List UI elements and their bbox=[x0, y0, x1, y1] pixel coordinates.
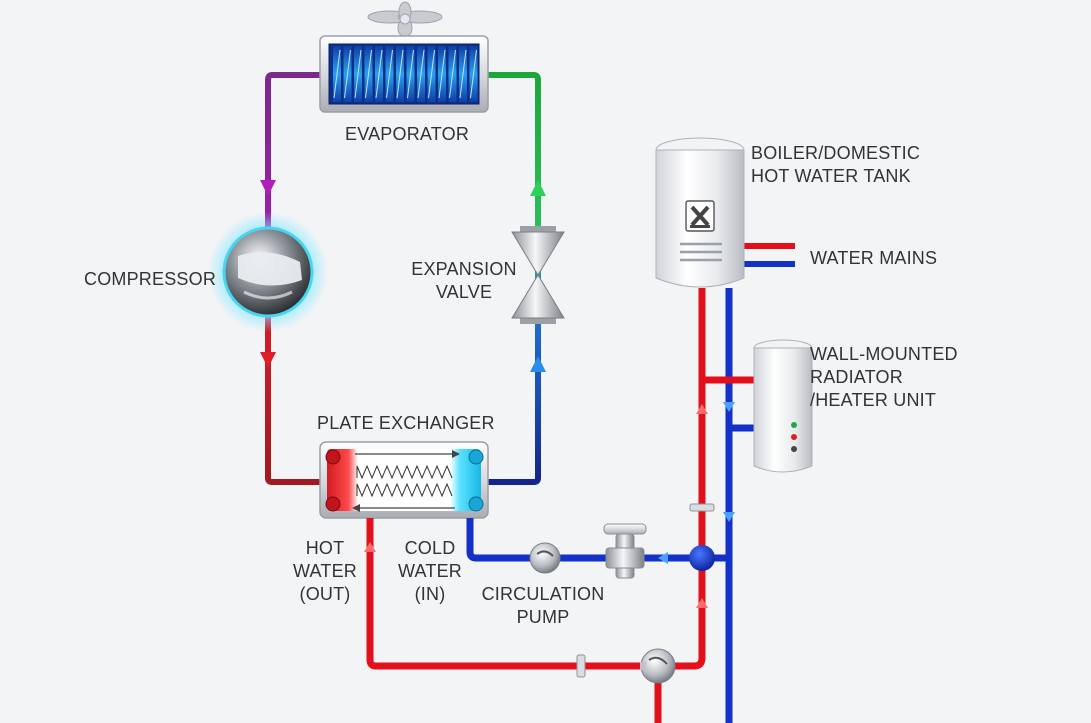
evaporator-fin-highlight bbox=[428, 49, 435, 99]
expansion-valve-label: EXPANSION VALVE bbox=[408, 258, 520, 304]
flow-arrow-icon bbox=[696, 404, 708, 414]
evaporator-fin-highlight bbox=[459, 49, 467, 99]
compressor bbox=[208, 212, 328, 332]
circulation-pump-line-2: PUMP bbox=[516, 607, 570, 627]
evaporator-fin-highlight bbox=[354, 49, 362, 99]
evaporator-fin-highlight bbox=[333, 49, 341, 99]
cold-water-line-3: (IN) bbox=[414, 584, 446, 604]
circulation-pump-line-1: CIRCULATION bbox=[481, 584, 605, 604]
fan-icon bbox=[367, 1, 443, 38]
radiator-unit bbox=[753, 339, 813, 473]
evaporator-fin-highlight bbox=[407, 49, 414, 99]
evaporator-fin-highlight bbox=[396, 49, 404, 99]
plate-exchanger bbox=[319, 441, 489, 519]
expansion-valve bbox=[511, 226, 565, 324]
evaporator-fin-highlight bbox=[386, 49, 393, 99]
compressor-label: COMPRESSOR bbox=[84, 269, 217, 289]
strainer-valve bbox=[603, 523, 647, 579]
boiler-tank bbox=[655, 137, 745, 288]
cold-water-in-label: COLD WATER (IN) bbox=[395, 537, 465, 606]
evaporator-fin-highlight bbox=[438, 49, 446, 99]
status-light-icon bbox=[791, 446, 797, 452]
flow-arrow-icon bbox=[530, 356, 546, 372]
evaporator-fin-highlight bbox=[470, 49, 477, 99]
cold-water-line-2: WATER bbox=[398, 561, 462, 581]
hot-water-line-1: HOT bbox=[305, 538, 345, 558]
radiator-line-1: WALL-MOUNTED bbox=[810, 344, 958, 364]
hot-water-out-label: HOT WATER (OUT) bbox=[290, 537, 360, 606]
boiler-line-2: HOT WATER TANK bbox=[751, 166, 911, 186]
expansion-valve-line-1: EXPANSION bbox=[411, 259, 517, 279]
pipe-clamp bbox=[576, 654, 586, 678]
circulation-pump-label: CIRCULATION PUMP bbox=[475, 583, 611, 629]
hot-water-line-3: (OUT) bbox=[299, 584, 351, 604]
flow-arrow-icon bbox=[260, 180, 276, 196]
port-icon bbox=[325, 449, 341, 465]
water-mains-label: WATER MAINS bbox=[810, 248, 938, 268]
pipe-clamp bbox=[689, 503, 715, 512]
flow-arrow-icon bbox=[530, 180, 546, 196]
flow-arrow-icon bbox=[658, 552, 668, 564]
evaporator-fin-highlight bbox=[449, 49, 456, 99]
flow-arrow-icon bbox=[723, 512, 735, 522]
radiator-line-3: /HEATER UNIT bbox=[810, 390, 937, 410]
port-icon bbox=[468, 496, 484, 512]
status-light-icon bbox=[791, 434, 797, 440]
bottom-pump bbox=[640, 648, 676, 684]
evaporator-fin-highlight bbox=[375, 49, 383, 99]
expansion-valve-line-2: VALVE bbox=[435, 282, 493, 302]
cold-water-pipe bbox=[466, 518, 702, 562]
radiator-line-2: RADIATOR bbox=[810, 367, 903, 387]
boiler-label: BOILER/DOMESTIC HOT WATER TANK bbox=[751, 142, 920, 188]
evaporator-fin-highlight bbox=[365, 49, 372, 99]
port-icon bbox=[468, 449, 484, 465]
evaporator-fins bbox=[333, 46, 478, 102]
radiator-label: WALL-MOUNTED RADIATOR /HEATER UNIT bbox=[810, 343, 958, 412]
port-icon bbox=[325, 496, 341, 512]
flow-arrow-icon bbox=[696, 598, 708, 608]
hot-water-line-2: WATER bbox=[293, 561, 357, 581]
flow-arrow-icon bbox=[723, 402, 735, 412]
boiler-line-1: BOILER/DOMESTIC bbox=[751, 143, 921, 163]
circulation-pump bbox=[529, 542, 561, 574]
hot-water-pipe bbox=[366, 288, 706, 670]
evaporator-fin-highlight bbox=[344, 49, 351, 99]
flow-arrow-icon bbox=[260, 352, 276, 368]
cold-water-line-1: COLD bbox=[404, 538, 456, 558]
evaporator-fin-highlight bbox=[417, 49, 425, 99]
plate-exchanger-label: PLATE EXCHANGER bbox=[317, 413, 495, 433]
evaporator-label: EVAPORATOR bbox=[345, 124, 470, 144]
flow-arrow-icon bbox=[364, 542, 376, 552]
junction-valve bbox=[689, 545, 715, 571]
evaporator bbox=[319, 1, 489, 113]
status-light-icon bbox=[791, 422, 797, 428]
